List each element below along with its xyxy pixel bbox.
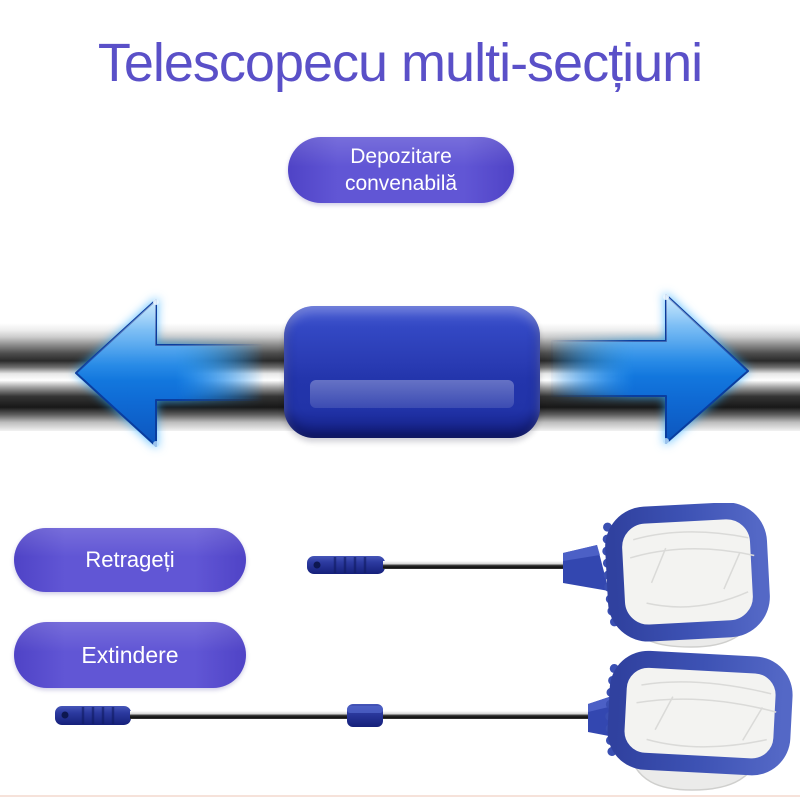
- pole-connector-sleeve: [284, 306, 540, 438]
- skimmer-extended-photo: [55, 650, 793, 791]
- feature-badge-line2: convenabilă: [344, 172, 458, 195]
- feature-badge: Depozitare convenabilă: [288, 137, 514, 203]
- bottom-divider: [0, 795, 800, 797]
- extend-badge: Extindere: [14, 622, 246, 688]
- skimmer-retracted-photo: [307, 503, 770, 648]
- arrow-right-icon: [551, 294, 749, 444]
- arrow-left-icon: [75, 299, 267, 447]
- extend-badge-label: Extindere: [81, 641, 179, 668]
- retract-badge: Retrageți: [14, 528, 246, 592]
- retract-badge-label: Retrageți: [85, 547, 175, 572]
- feature-badge-line1: Depozitare: [350, 145, 452, 168]
- page-title: Telescopecu multi-secțiuni: [97, 33, 703, 93]
